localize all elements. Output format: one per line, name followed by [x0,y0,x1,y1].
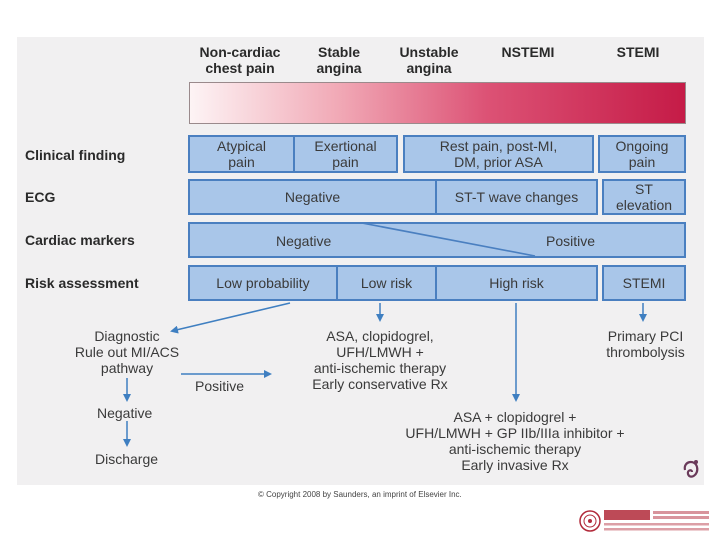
severity-gradient-bar [189,82,686,124]
clinical-cell-ongoing: Ongoing pain [598,135,686,173]
risk-cell-stemi: STEMI [602,265,686,301]
markers-cell-negative: Negative [276,233,332,249]
markers-cell-positive: Positive [546,233,596,249]
cell-divider [435,267,437,299]
ecg-cell-st-t-changes: ST-T wave changes [454,189,579,205]
markers-transition-line [362,224,536,256]
column-header-non-cardiac: Non-cardiac chest pain [199,44,281,76]
column-header-stable-angina: Stable angina [316,44,362,76]
stemi-therapy-text: Primary PCI thrombolysis [606,328,685,360]
university-logo [578,507,713,535]
cell-divider [293,137,295,171]
clinical-cell-atypical: Atypical pain [216,138,267,170]
column-header-stemi: STEMI [616,44,660,60]
risk-cell-low-probability: Low probability [216,275,310,291]
copyright-text: © Copyright 2008 by Saunders, an imprint… [258,490,462,499]
discharge-label: Discharge [95,451,159,467]
risk-box: Low probability Low risk High risk [188,265,598,301]
cardiac-markers-box: Negative Positive [188,222,686,258]
row-label-risk-assessment: Risk assessment [25,275,139,291]
cell-divider [336,267,338,299]
row-label-cardiac-markers: Cardiac markers [25,232,135,248]
cell-divider [435,181,437,213]
risk-cell-low-risk: Low risk [360,275,413,291]
clinical-cell-rest-pain: Rest pain, post-MI, DM, prior ASA [403,135,594,173]
conservative-therapy-text: ASA, clopidogrel, UFH/LMWH + anti-ischem… [312,328,448,392]
clinical-cell-exertional: Exertional pain [314,138,377,170]
row-label-ecg: ECG [25,189,56,205]
invasive-therapy-text: ASA + clopidogrel + UFH/LMWH + GP IIb/II… [405,409,625,473]
publisher-emblem-icon [683,460,699,478]
risk-cell-high-risk: High risk [489,275,544,291]
ecg-cell-st-elevation: ST elevation [602,179,686,215]
column-header-unstable-angina: Unstable angina [399,44,459,76]
diagnostic-pathway-text: Diagnostic Rule out MI/ACS pathway [74,328,180,376]
ecg-cell-negative: Negative [284,189,341,205]
negative-label: Negative [97,405,153,421]
ecg-box: Negative ST-T wave changes [188,179,598,215]
positive-label: Positive [195,378,245,394]
row-label-clinical-finding: Clinical finding [25,147,126,163]
arrow-low-probability-to-diagnostic [170,302,291,334]
university-seal-icon [579,510,709,532]
clinical-finding-box: Atypical pain Exertional pain [188,135,398,173]
column-header-nstemi: NSTEMI [501,44,555,60]
